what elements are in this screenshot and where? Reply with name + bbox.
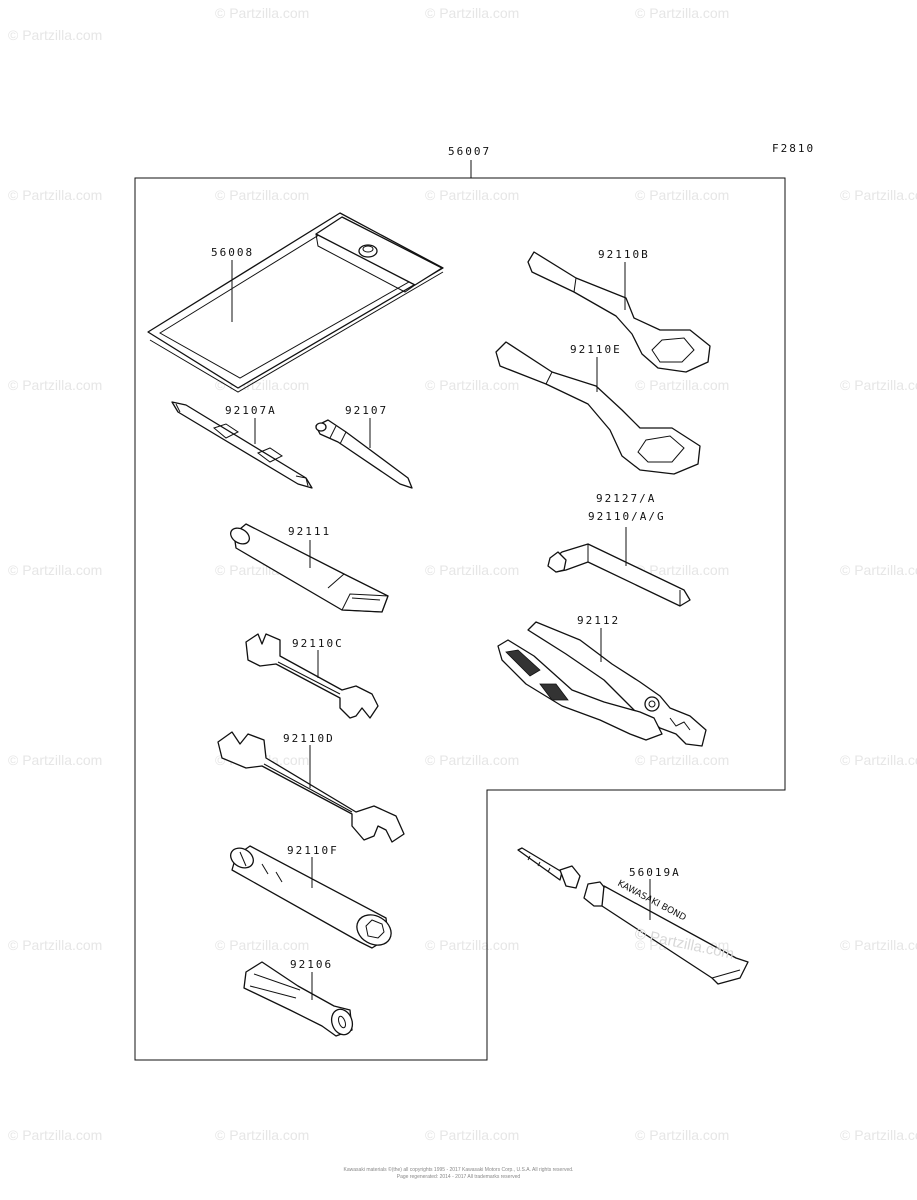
pliers-icon bbox=[497, 621, 707, 747]
watermark: © Partzilla.com bbox=[425, 5, 519, 21]
watermark: © Partzilla.com bbox=[425, 752, 519, 768]
socket-wrench-icon bbox=[230, 845, 392, 949]
watermark: © Partzilla.com bbox=[8, 752, 102, 768]
part-label-kit: 56007 bbox=[448, 145, 491, 158]
figure-code: F2810 bbox=[772, 142, 815, 155]
watermark: © Partzilla.com bbox=[635, 187, 729, 203]
part-label-wrench-c: 92110C bbox=[292, 637, 344, 650]
part-label-screwdriver-bit: 92107 bbox=[345, 404, 388, 417]
screwdriver-bit-icon bbox=[315, 419, 413, 489]
part-label-ring-wrench-b: 92110B bbox=[598, 248, 650, 261]
ring-wrench-e-icon bbox=[495, 341, 701, 475]
watermark: © Partzilla.com bbox=[635, 377, 729, 393]
part-label-hex-key-2: 92110/A/G bbox=[588, 510, 666, 523]
watermark: © Partzilla.com bbox=[840, 187, 917, 203]
part-label-socket-wrench: 92110F bbox=[287, 844, 339, 857]
watermark: © Partzilla.com bbox=[635, 5, 729, 21]
watermark: © Partzilla.com bbox=[635, 752, 729, 768]
watermark: © Partzilla.com bbox=[425, 187, 519, 203]
part-label-pouch: 56008 bbox=[211, 246, 254, 259]
part-label-wrench-d: 92110D bbox=[283, 732, 335, 745]
watermark: © Partzilla.com bbox=[840, 562, 917, 578]
watermark: © Partzilla.com bbox=[425, 1127, 519, 1143]
ring-wrench-b-icon bbox=[527, 251, 711, 373]
watermark: © Partzilla.com bbox=[8, 187, 102, 203]
handle-bar-icon bbox=[230, 523, 389, 613]
watermark: © Partzilla.com bbox=[8, 27, 102, 43]
part-label-ring-wrench-e: 92110E bbox=[570, 343, 622, 356]
kit-outline bbox=[134, 177, 786, 1061]
watermark: © Partzilla.com bbox=[840, 1127, 917, 1143]
watermark: © Partzilla.com bbox=[215, 5, 309, 21]
watermark: © Partzilla.com bbox=[425, 377, 519, 393]
watermark: © Partzilla.com bbox=[8, 562, 102, 578]
watermark: © Partzilla.com bbox=[215, 937, 309, 953]
watermark: © Partzilla.com bbox=[425, 937, 519, 953]
footer-copyright: Kawasaki materials ©(the) all copyrights… bbox=[343, 1167, 574, 1173]
part-label-pliers: 92112 bbox=[577, 614, 620, 627]
part-label-plug-tool: 92106 bbox=[290, 958, 333, 971]
footer-note: Page regenerated: 2014 - 2017 All tradem… bbox=[396, 1174, 521, 1180]
watermark-layer: © Partzilla.com © Partzilla.com © Partzi… bbox=[8, 5, 917, 1143]
part-label-bond-tube: 56019A bbox=[629, 866, 681, 879]
watermark: © Partzilla.com bbox=[8, 937, 102, 953]
watermark: © Partzilla.com bbox=[840, 937, 917, 953]
watermark: © Partzilla.com bbox=[425, 562, 519, 578]
part-label-screwdriver-double: 92107A bbox=[225, 404, 277, 417]
hex-key-icon bbox=[547, 543, 691, 607]
part-label-hex-key-1: 92127/A bbox=[596, 492, 656, 505]
open-wrench-large-icon bbox=[217, 731, 405, 843]
open-wrench-small-icon bbox=[245, 633, 379, 719]
watermark: © Partzilla.com bbox=[635, 562, 729, 578]
watermark: © Partzilla.com bbox=[635, 1127, 729, 1143]
watermark: © Partzilla.com bbox=[215, 187, 309, 203]
watermark: © Partzilla.com bbox=[215, 1127, 309, 1143]
double-screwdriver-icon bbox=[171, 401, 313, 489]
watermark: © Partzilla.com bbox=[840, 377, 917, 393]
watermark: © Partzilla.com bbox=[840, 752, 917, 768]
tool-pouch-icon bbox=[147, 212, 444, 393]
watermark: © Partzilla.com bbox=[8, 377, 102, 393]
part-label-handle-bar: 92111 bbox=[288, 525, 331, 538]
watermark: © Partzilla.com bbox=[8, 1127, 102, 1143]
plug-tool-icon bbox=[243, 961, 354, 1037]
